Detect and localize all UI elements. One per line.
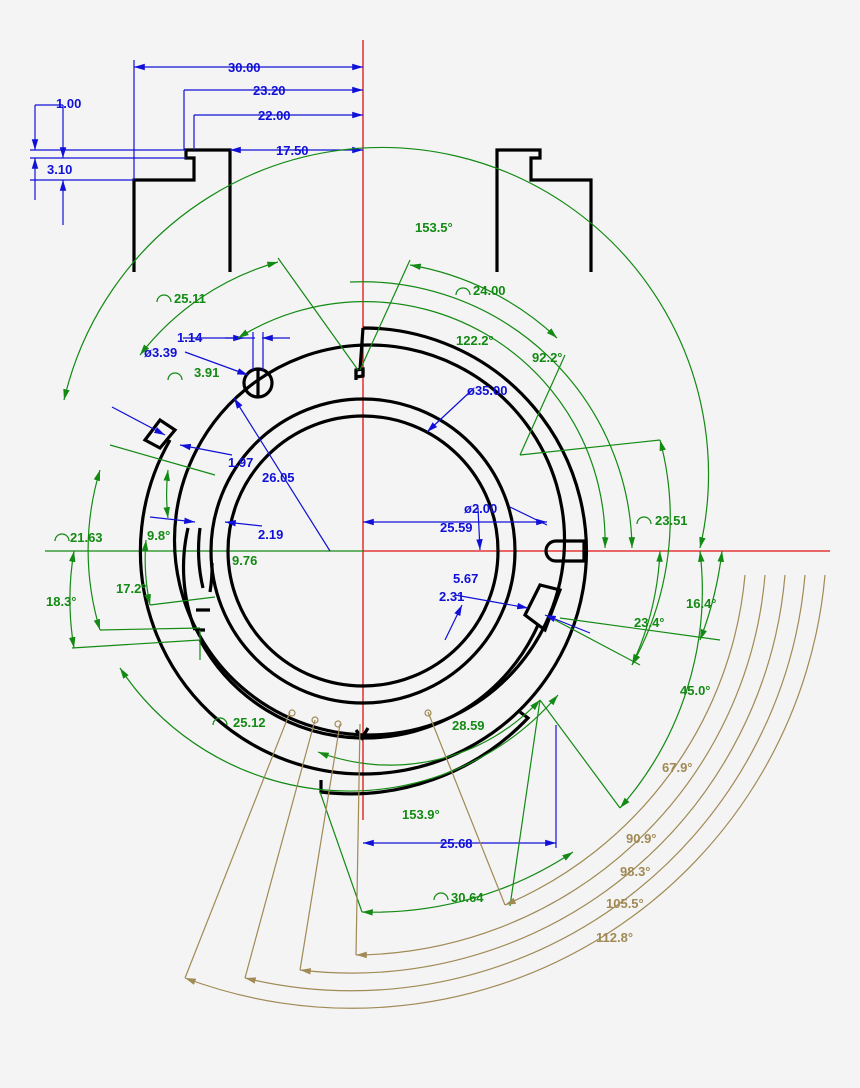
angular-dimension-geometry	[63, 146, 724, 916]
angular-dimension-labels: 153.5° 122.2° 92.2° 9.8° 17.2° 18.3° 16.…	[46, 220, 717, 822]
ring-groove	[208, 562, 214, 593]
angle-153-5-label: 153.5°	[415, 220, 453, 235]
linear-dimension-labels: 30.00 23.20 22.00 17.50 1.00 3.10 1.14 ø…	[47, 60, 507, 851]
left-notch	[142, 417, 178, 451]
centerlines	[45, 40, 830, 820]
dim-23-2-label: 23.20	[253, 83, 286, 98]
dim-dia2-label: ø2.00	[464, 501, 497, 516]
angle-18-3-label: 18.3°	[46, 594, 77, 609]
dim-2-31-label: 2.31	[439, 589, 464, 604]
angle-17-2-label: 17.2°	[116, 581, 147, 596]
dim-25-68-label: 25.68	[440, 836, 473, 851]
inner-slot-rings	[181, 527, 210, 632]
dim-22-label: 22.00	[258, 108, 291, 123]
dim-1-97-label: 1.97	[228, 455, 253, 470]
arc-21-63-label: 21.63	[70, 530, 103, 545]
angle-153-9-label: 153.9°	[402, 807, 440, 822]
dim-2-19-label: 2.19	[258, 527, 283, 542]
angle-16-4-label: 16.4°	[686, 596, 717, 611]
dim-26-05-label: 26.05	[262, 470, 295, 485]
angle-45-label: 45.0°	[680, 683, 711, 698]
right-profile	[495, 148, 593, 272]
dim-3-1-label: 3.10	[47, 162, 72, 177]
ref-105-5-label: 105.5°	[606, 896, 644, 911]
angle-9-8-label: 9.8°	[147, 528, 170, 543]
arc-23-51-label: 23.51	[655, 513, 688, 528]
dim-1-label: 1.00	[56, 96, 81, 111]
arc-3-91-label: 3.91	[194, 365, 219, 380]
dim-1-14-label: 1.14	[177, 330, 203, 345]
dim-17-5-label: 17.50	[276, 143, 309, 158]
reference-angle-labels: 67.9° 90.9° 98.3° 105.5° 112.8°	[596, 760, 693, 945]
bottom-slot	[319, 710, 531, 796]
ref-98-3-label: 98.3°	[620, 864, 651, 879]
right-key	[522, 583, 563, 633]
arc-25-11-label: 25.11	[174, 291, 206, 306]
ref-90-9-label: 90.9°	[626, 831, 657, 846]
arc-9-76-label: 9.76	[232, 553, 257, 568]
arc-28-59-label: 28.59	[452, 718, 485, 733]
arc-length-labels: 25.11 3.91 24.00 21.63 23.51 25.12 28.59…	[70, 283, 688, 905]
dim-dia3-39-label: ø3.39	[144, 345, 177, 360]
dim-5-67-label: 5.67	[453, 571, 478, 586]
dim-dia35-label: ø35.00	[467, 383, 507, 398]
angle-23-4-label: 23.4°	[634, 615, 665, 630]
angle-92-2-label: 92.2°	[532, 350, 563, 365]
arc-length-symbols	[54, 287, 652, 901]
section-profile	[132, 148, 593, 272]
dim-25-59-label: 25.59	[440, 520, 473, 535]
dim-30-label: 30.00	[228, 60, 261, 75]
left-profile	[132, 148, 232, 272]
arc-25-12-label: 25.12	[233, 715, 266, 730]
ref-112-8-label: 112.8°	[596, 930, 633, 945]
arc-24-label: 24.00	[473, 283, 506, 298]
reference-angle-geometry	[184, 574, 826, 1009]
arc-30-64-label: 30.64	[451, 890, 484, 905]
angle-122-2-label: 122.2°	[456, 333, 494, 348]
ref-67-9-label: 67.9°	[662, 760, 693, 775]
